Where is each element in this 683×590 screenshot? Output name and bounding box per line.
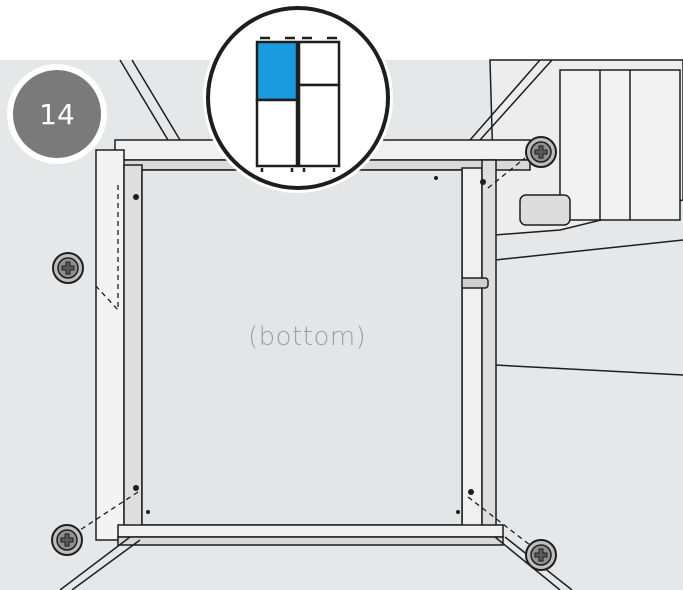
right-post — [457, 159, 497, 541]
screw-holes — [133, 176, 486, 514]
unit-position-icon — [255, 36, 341, 172]
step-badge: 14 — [7, 64, 107, 164]
unit-machinery-right — [469, 59, 683, 376]
bottom-panel — [141, 169, 463, 526]
unit-position-inset — [203, 3, 393, 193]
left-post — [95, 149, 143, 541]
cabinet-side-left — [119, 59, 181, 141]
screw-guide-lines — [79, 157, 531, 546]
step-number: 14 — [39, 97, 75, 131]
screw-icon — [525, 539, 557, 571]
screw-icon — [52, 252, 84, 284]
screw-icon — [51, 524, 83, 556]
bottom-frame — [59, 524, 573, 590]
screw-icon — [525, 136, 557, 168]
panel-label: (bottom) — [248, 322, 367, 352]
